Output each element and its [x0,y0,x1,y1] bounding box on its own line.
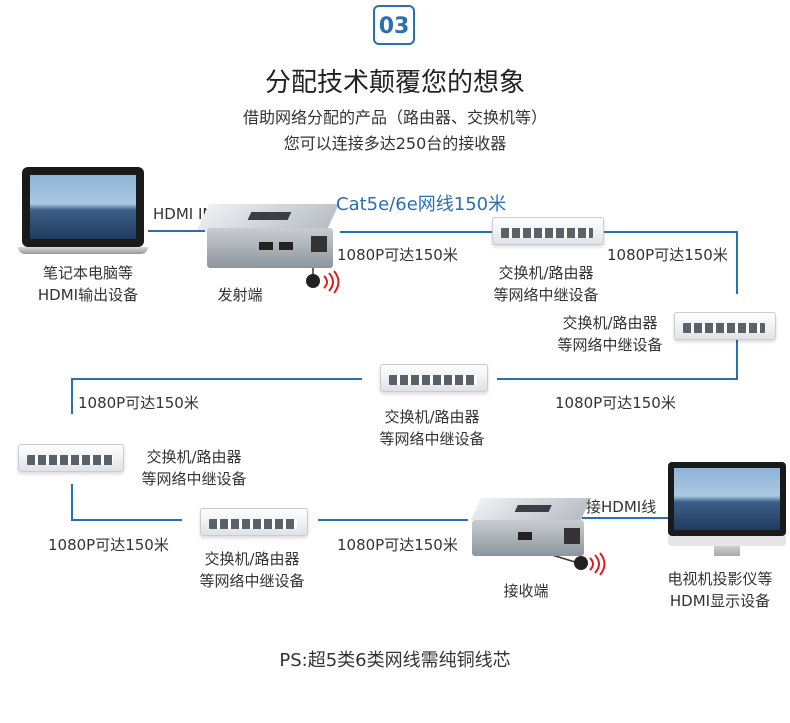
transmitter-device [196,192,343,274]
footer-note: PS:超5类6类网线需纯铜线芯 [279,650,511,671]
transmitter-rj45-port [311,236,327,252]
laptop [18,167,148,255]
switch-1-label-2: 等网络中继设备 [493,286,599,304]
switch-ports [27,455,113,465]
switch-4-label-2: 等网络中继设备 [141,470,247,488]
ir-receiver-rx [574,556,588,570]
cable-type-label: Cat5e/6e网线150米 [336,194,507,215]
speed-label-2: 1080P可达150米 [607,246,728,264]
transmitter-body [207,228,333,268]
mountain-wallpaper [674,468,780,530]
monitor-stand [714,546,740,556]
laptop-base [18,247,148,254]
switch-1-label-1: 交换机/路由器 [498,264,594,282]
monitor-chin [668,536,786,546]
switch-ports [683,323,765,333]
display-label-1: 电视机投影仪等 [667,570,773,588]
speed-label-3: 1080P可达150米 [78,394,199,412]
switch-4-label-1: 交换机/路由器 [146,448,242,466]
cat-line-5 [71,484,182,521]
network-switch-4 [18,444,124,472]
transmitter-hdmi-loop-port [279,242,293,250]
mountain-wallpaper [30,175,136,239]
source-label-1: 笔记本电脑等 [42,264,133,282]
switch-ports [209,519,297,529]
cat-line-4 [71,378,362,414]
switch-3-label-2: 等网络中继设备 [379,430,485,448]
receiver-hdmi-port [518,532,532,540]
source-label-2: HDMI输出设备 [37,286,139,304]
speed-label-1: 1080P可达150米 [337,246,458,264]
monitor-screen [668,462,786,536]
transmitter-hdmi-port [259,242,273,250]
receiver-top [470,498,592,520]
receiver-label-plate [514,505,552,512]
switch-ports [501,228,593,238]
ir-cable-rx [551,554,576,563]
network-switch-5 [200,508,308,536]
network-switch-2 [674,312,776,340]
transmitter-label-plate [247,212,292,220]
switch-5-label-2: 等网络中继设备 [199,572,305,590]
transmitter-top [196,204,340,230]
display-label-2: HDMI显示设备 [669,592,771,610]
monitor [668,462,786,558]
receiver-body [472,520,584,556]
ir-emitter-tx [306,274,320,288]
speed-label-6: 1080P可达150米 [337,536,458,554]
subtitle-line-2: 您可以连接多达250台的接收器 [283,134,507,153]
switch-2-label-1: 交换机/路由器 [562,314,658,332]
page-title: 分配技术颠覆您的想象 [264,68,525,98]
switch-5-label-1: 交换机/路由器 [204,550,300,568]
network-switch-3 [380,364,488,392]
hdmi-out-label: 接HDMI线 [586,498,657,516]
hdmi-in-label: HDMI IN [153,205,214,223]
receiver-rj45-port [564,528,580,544]
transmitter-label: 发射端 [217,286,263,304]
speed-label-4: 1080P可达150米 [555,394,676,412]
receiver-device [468,490,592,564]
step-badge: 03 [373,5,415,45]
switch-3-label-1: 交换机/路由器 [384,408,480,426]
laptop-screen [22,167,144,247]
cat-line-2 [603,231,738,294]
cat-line-3 [497,336,738,380]
ir-signal-icon-rx [589,552,606,576]
switch-ports [389,375,477,385]
ir-signal-icon-tx [323,270,340,294]
network-switch-1 [492,217,604,245]
subtitle-line-1: 借助网络分配的产品（路由器、交换机等） [242,108,547,127]
receiver-label: 接收端 [503,582,549,600]
switch-2-label-2: 等网络中继设备 [557,336,663,354]
speed-label-5: 1080P可达150米 [48,536,169,554]
